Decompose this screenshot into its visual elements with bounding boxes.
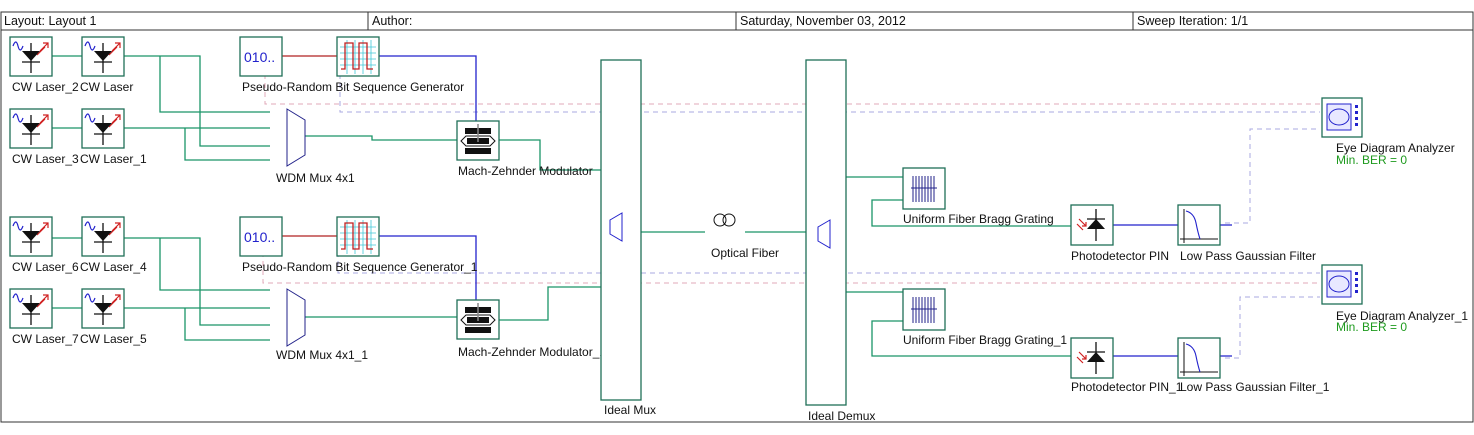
svg-text:Pseudo-Random Bit Sequence Gen: Pseudo-Random Bit Sequence Generator <box>242 80 464 94</box>
ideal-mux[interactable]: Ideal Mux <box>600 59 656 417</box>
layout-name: Layout: Layout 1 <box>4 14 96 28</box>
cw-laser-1[interactable]: CW Laser_1 <box>80 108 147 166</box>
prbs-glyph: 010.. <box>244 229 275 245</box>
svg-text:CW Laser_6: CW Laser_6 <box>12 260 79 274</box>
svg-text:Low Pass Gaussian Filter_1: Low Pass Gaussian Filter_1 <box>1180 380 1330 394</box>
svg-text:CW Laser: CW Laser <box>80 80 133 94</box>
photodetector-pin[interactable]: Photodetector PIN <box>1070 204 1169 263</box>
svg-text:CW Laser_5: CW Laser_5 <box>80 332 147 346</box>
photodetector-pin-1[interactable]: Photodetector PIN_1 <box>1070 337 1183 394</box>
low-pass-gaussian-filter[interactable]: Low Pass Gaussian Filter <box>1177 204 1316 263</box>
cw-laser-2[interactable]: CW Laser_2 <box>9 36 79 94</box>
ideal-demux[interactable]: Ideal Demux <box>805 59 875 423</box>
svg-text:WDM Mux 4x1_1: WDM Mux 4x1_1 <box>276 348 368 362</box>
svg-text:CW Laser_1: CW Laser_1 <box>80 152 147 166</box>
date: Saturday, November 03, 2012 <box>740 14 906 28</box>
title-block: Layout: Layout 1 Author: Saturday, Novem… <box>0 11 1474 423</box>
prbs-generator[interactable]: 010.. Pseudo-Random Bit Sequence Generat… <box>239 36 464 94</box>
mach-zehnder-modulator-1[interactable]: Mach-Zehnder Modulator_1 <box>456 299 606 359</box>
svg-text:Eye Diagram Analyzer_1: Eye Diagram Analyzer_1 <box>1336 309 1468 323</box>
prbs-generator-1[interactable]: 010.. Pseudo-Random Bit Sequence Generat… <box>239 216 478 274</box>
svg-text:Photodetector PIN: Photodetector PIN <box>1071 249 1169 263</box>
wdm-mux-1[interactable]: WDM Mux 4x1_1 <box>276 288 368 362</box>
wdm-mux[interactable]: WDM Mux 4x1 <box>276 108 355 185</box>
sweep-iteration: Sweep Iteration: 1/1 <box>1137 14 1248 28</box>
mach-zehnder-modulator[interactable]: Mach-Zehnder Modulator <box>456 120 593 178</box>
svg-text:Ideal Mux: Ideal Mux <box>604 403 656 417</box>
low-pass-gaussian-filter-1[interactable]: Low Pass Gaussian Filter_1 <box>1177 337 1330 394</box>
svg-text:Uniform Fiber Bragg Grating: Uniform Fiber Bragg Grating <box>903 212 1054 226</box>
svg-text:Eye Diagram Analyzer: Eye Diagram Analyzer <box>1336 141 1455 155</box>
author: Author: <box>372 14 412 28</box>
svg-text:Low Pass Gaussian Filter: Low Pass Gaussian Filter <box>1180 249 1316 263</box>
fiber-bragg-grating-1[interactable]: Uniform Fiber Bragg Grating_1 <box>902 288 1067 347</box>
cw-laser-3[interactable]: CW Laser_3 <box>9 108 79 166</box>
fiber-bragg-grating[interactable]: Uniform Fiber Bragg Grating <box>902 167 1054 226</box>
svg-text:CW Laser_3: CW Laser_3 <box>12 152 79 166</box>
optical-fiber[interactable]: Optical Fiber <box>711 213 779 260</box>
cw-laser-4[interactable]: CW Laser_4 <box>80 216 147 274</box>
cw-laser-7[interactable]: CW Laser_7 <box>9 288 79 346</box>
connections <box>52 55 1320 359</box>
cw-laser-5[interactable]: CW Laser_5 <box>80 288 147 346</box>
svg-text:Uniform Fiber Bragg Grating_1: Uniform Fiber Bragg Grating_1 <box>903 333 1067 347</box>
svg-text:Pseudo-Random Bit Sequence Gen: Pseudo-Random Bit Sequence Generator_1 <box>242 260 478 274</box>
svg-text:Mach-Zehnder Modulator: Mach-Zehnder Modulator <box>458 164 593 178</box>
svg-text:CW Laser_7: CW Laser_7 <box>12 332 79 346</box>
min-ber: Min. BER = 0 <box>1336 320 1407 334</box>
svg-text:Ideal Demux: Ideal Demux <box>808 409 875 423</box>
svg-text:CW Laser_2: CW Laser_2 <box>12 80 79 94</box>
svg-text:Mach-Zehnder Modulator_1: Mach-Zehnder Modulator_1 <box>458 345 606 359</box>
svg-text:Optical Fiber: Optical Fiber <box>711 246 779 260</box>
svg-text:Photodetector PIN_1: Photodetector PIN_1 <box>1071 380 1183 394</box>
cw-laser-6[interactable]: CW Laser_6 <box>9 216 79 274</box>
svg-text:WDM Mux 4x1: WDM Mux 4x1 <box>276 171 355 185</box>
prbs-glyph: 010.. <box>244 49 275 65</box>
cw-laser[interactable]: CW Laser <box>80 36 133 94</box>
svg-text:CW Laser_4: CW Laser_4 <box>80 260 147 274</box>
min-ber: Min. BER = 0 <box>1336 153 1407 167</box>
